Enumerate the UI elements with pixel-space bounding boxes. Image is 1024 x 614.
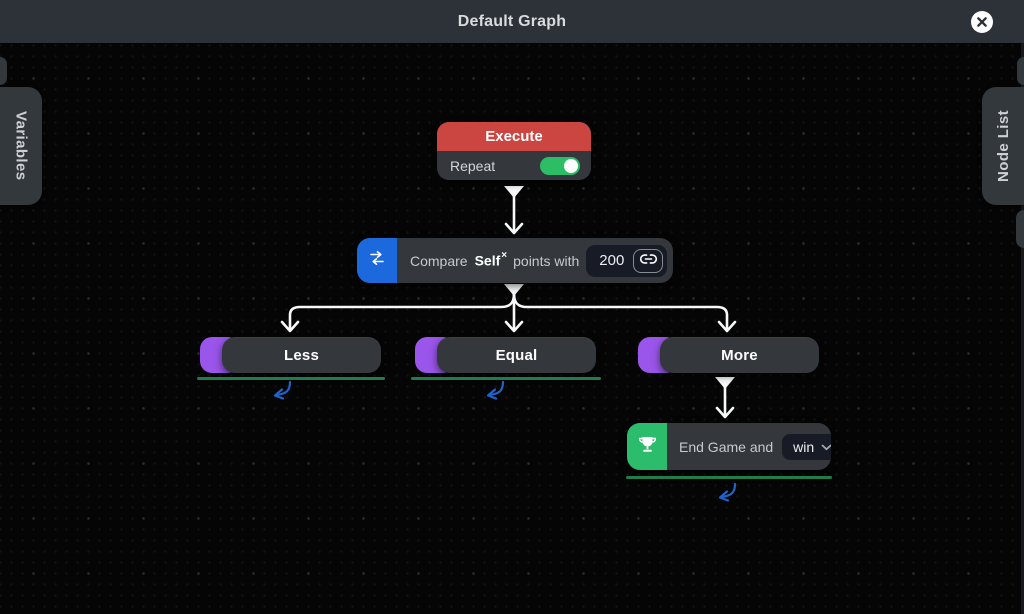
more-branch-node[interactable]: More xyxy=(660,337,819,373)
right-edge-panel-strip xyxy=(1021,43,1024,614)
chain-link-icon xyxy=(639,253,658,268)
equal-branch-node[interactable]: Equal xyxy=(437,337,596,373)
right-tab-sliver[interactable] xyxy=(1017,57,1024,85)
variable-chip-self[interactable]: Self× xyxy=(474,250,508,269)
execute-node-header: Execute xyxy=(437,122,591,151)
repeat-toggle[interactable] xyxy=(540,156,580,175)
end-game-underline xyxy=(626,476,832,479)
variables-tab-label: Variables xyxy=(12,111,30,181)
titlebar: Default Graph xyxy=(0,0,1024,43)
variables-tab[interactable]: Variables xyxy=(0,87,42,205)
node-list-tab[interactable]: Node List xyxy=(982,87,1024,205)
equal-branch-underline xyxy=(411,377,601,380)
repeat-label: Repeat xyxy=(450,157,496,174)
node-list-tab-label: Node List xyxy=(994,110,1012,182)
compare-value: 200 xyxy=(599,252,625,269)
compare-node-body: Compare Self× points with 200 xyxy=(397,238,673,283)
right-tab-sliver-bottom[interactable] xyxy=(1016,210,1024,248)
less-branch-underline xyxy=(197,377,385,380)
compare-node-cap xyxy=(357,238,397,283)
remove-variable-icon[interactable]: × xyxy=(501,250,508,262)
equal-branch-label: Equal xyxy=(495,346,538,364)
graph-title: Default Graph xyxy=(457,12,567,30)
more-branch-label: More xyxy=(721,346,758,364)
execute-node-title: Execute xyxy=(485,128,543,145)
variable-name: Self xyxy=(474,252,501,269)
left-tab-sliver[interactable] xyxy=(0,57,7,85)
equal-return-arrow-icon xyxy=(478,380,510,401)
trophy-icon xyxy=(637,434,658,459)
end-game-node-cap xyxy=(627,423,667,470)
end-game-return-arrow-icon xyxy=(710,482,742,503)
compare-prefix-label: Compare xyxy=(410,252,468,269)
chevron-down-icon xyxy=(821,438,831,456)
end-game-node[interactable]: End Game and win xyxy=(627,423,831,470)
less-return-arrow-icon xyxy=(265,380,297,401)
compare-middle-label: points with xyxy=(513,252,580,269)
less-branch-node[interactable]: Less xyxy=(222,337,381,373)
less-branch-label: Less xyxy=(284,346,319,364)
compare-node[interactable]: Compare Self× points with 200 xyxy=(357,238,673,283)
x-circle-icon xyxy=(970,11,994,37)
compare-value-input[interactable]: 200 xyxy=(586,244,668,277)
close-button[interactable] xyxy=(970,10,994,34)
end-game-node-body: End Game and win xyxy=(667,423,831,470)
outcome-selected-value: win xyxy=(793,438,815,455)
swap-arrows-icon xyxy=(368,250,386,271)
execute-node[interactable]: Execute Repeat xyxy=(437,122,591,180)
outcome-dropdown[interactable]: win xyxy=(782,433,831,460)
execute-node-body: Repeat xyxy=(437,151,591,180)
link-variable-button[interactable] xyxy=(633,248,664,273)
end-game-label: End Game and xyxy=(679,438,774,455)
toggle-knob xyxy=(564,158,578,173)
